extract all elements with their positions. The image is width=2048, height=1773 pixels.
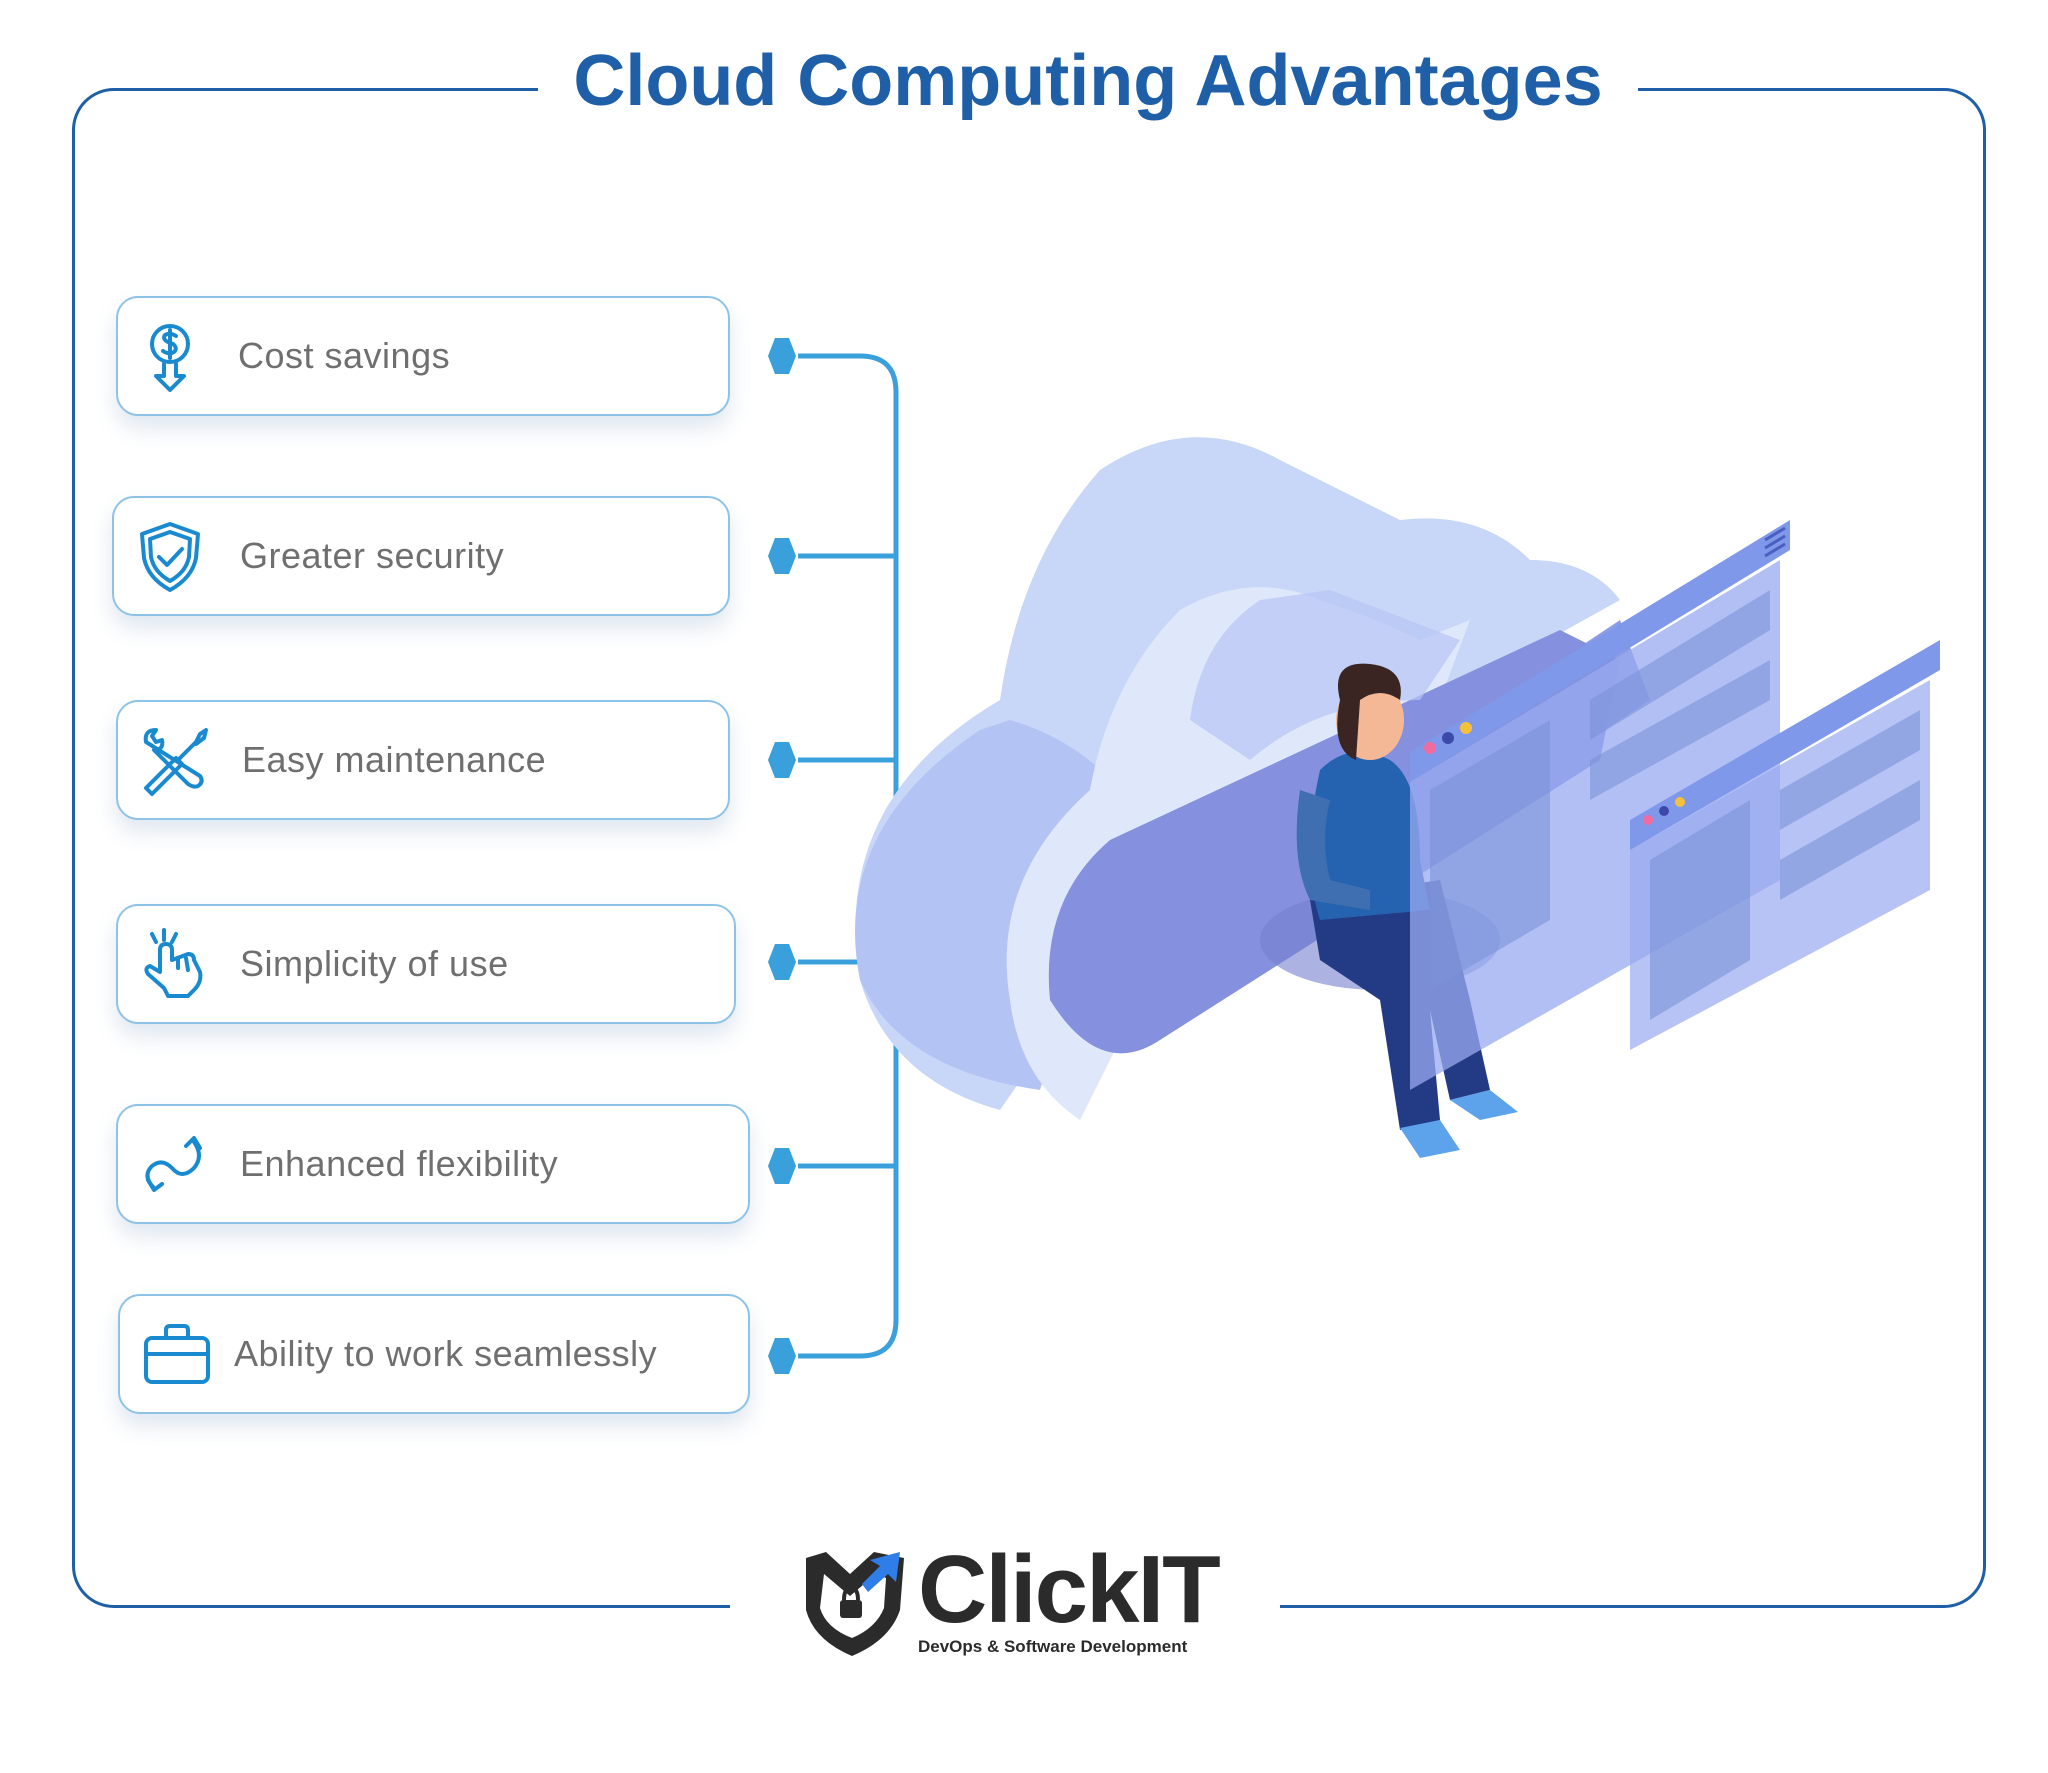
person-hair	[1337, 663, 1401, 760]
connector-node-1	[768, 338, 796, 374]
person-shoes	[1400, 1090, 1518, 1158]
logo-wordmark: ClickIT	[918, 1536, 1221, 1643]
connector-node-2	[768, 538, 796, 574]
advantage-label: Simplicity of use	[240, 943, 509, 984]
advantage-card-easy-maintenance: Easy maintenance	[116, 700, 730, 820]
advantage-label: Cost savings	[238, 335, 451, 376]
person-torso	[1310, 752, 1430, 920]
wrench-screwdriver-icon	[143, 728, 208, 796]
curved-arrow-icon	[145, 1136, 202, 1192]
advantage-card-greater-security: Greater security	[112, 496, 730, 616]
advantage-label: Easy maintenance	[242, 739, 547, 780]
advantage-card-simplicity-of-use: Simplicity of use	[116, 904, 736, 1024]
person-arm	[1296, 790, 1370, 910]
ui-window-2	[1630, 640, 1940, 1050]
title-gap	[538, 70, 1638, 110]
dollar-down-icon	[150, 324, 190, 392]
cloud-inner-top	[1190, 590, 1460, 760]
page-title: Cloud Computing Advantages	[573, 41, 1603, 121]
ui-window-1	[1410, 520, 1790, 1090]
connector-node-6	[768, 1338, 796, 1374]
connector-node-5	[768, 1148, 796, 1184]
advantage-card-cost-savings: Cost savings	[116, 296, 730, 416]
advantage-card-enhanced-flexibility: Enhanced flexibility	[116, 1104, 750, 1224]
advantage-label: Enhanced flexibility	[240, 1143, 559, 1184]
advantage-label: Greater security	[240, 535, 505, 576]
advantage-card-ability-to-work-seamlessly: Ability to work seamlessly	[118, 1294, 750, 1414]
connector-node-4	[768, 944, 796, 980]
hand-click-icon	[144, 928, 203, 998]
shield-check-icon	[140, 522, 200, 592]
briefcase-icon	[144, 1324, 210, 1384]
logo-tagline: DevOps & Software Development	[918, 1637, 1188, 1656]
advantage-label: Ability to work seamlessly	[234, 1333, 658, 1374]
connector-node-3	[768, 742, 796, 778]
